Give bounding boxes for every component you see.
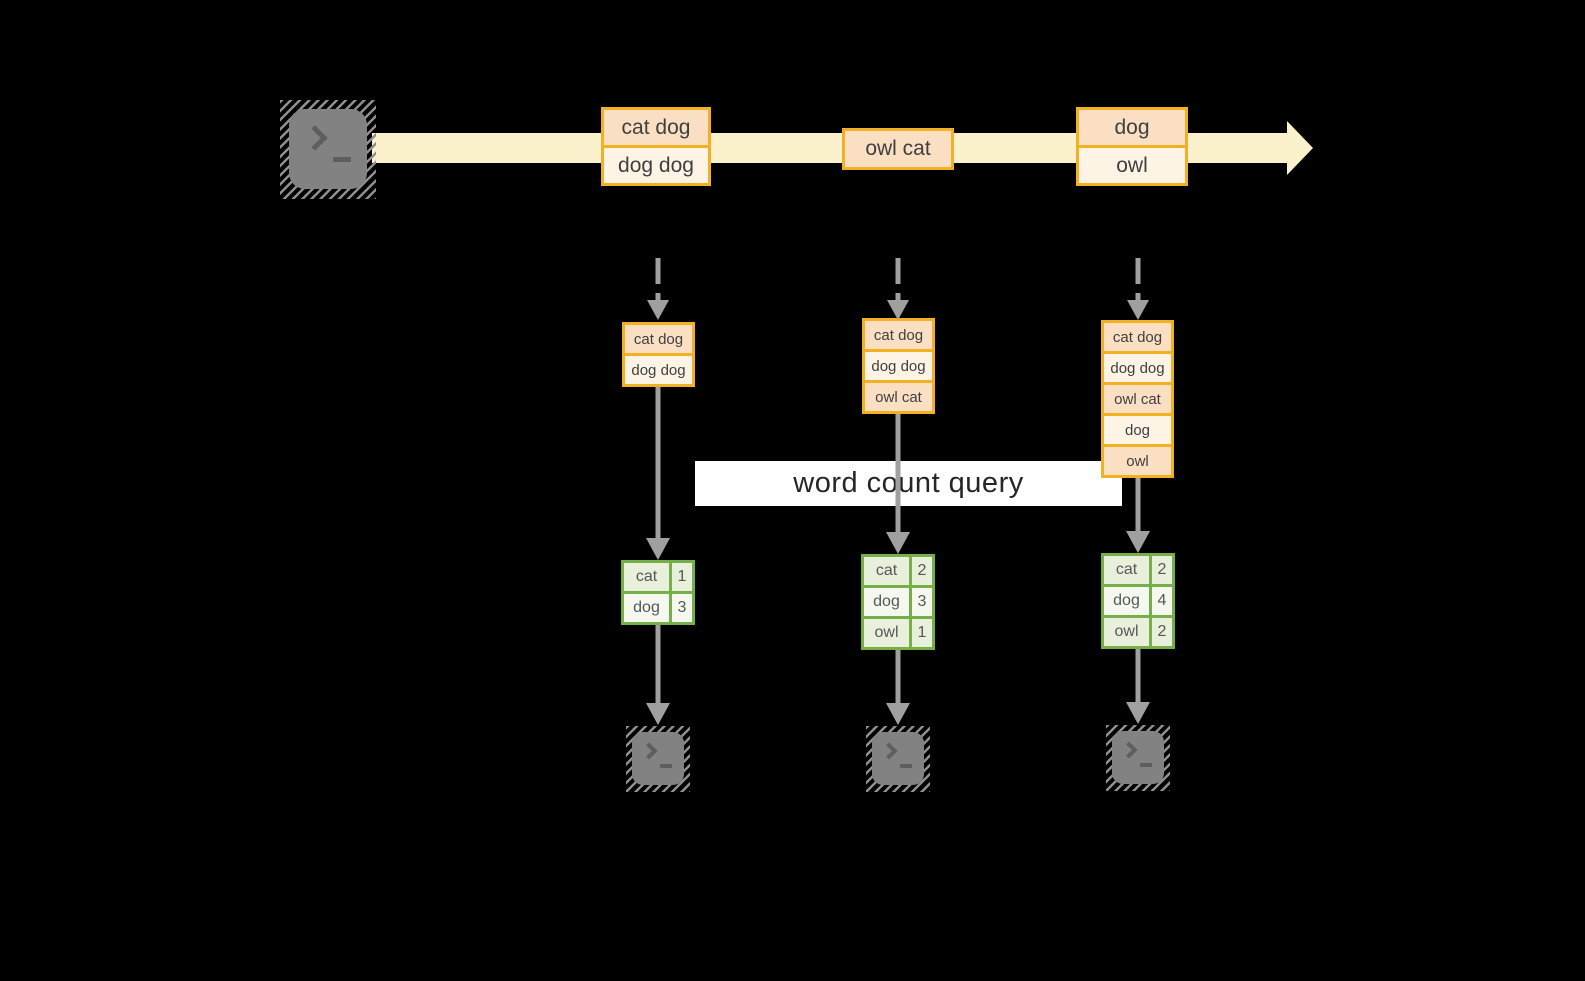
output-arrow-2 [886, 650, 910, 725]
buffer-item: dog dog [865, 352, 932, 380]
word-count-table-3: cat 2 dog 4 owl 2 [1101, 553, 1175, 649]
stream-event-line: dog [1079, 110, 1185, 145]
arrow-head [647, 300, 669, 320]
buffer-stack-3: cat dog dog dog owl cat dog owl [1101, 320, 1174, 478]
stream-event-line: dog dog [604, 148, 708, 183]
prompt-cursor-icon [660, 764, 672, 768]
query-arrow-2 [886, 414, 910, 554]
query-label: word count query [695, 461, 1122, 506]
count-value: 1 [912, 619, 932, 647]
buffer-item: dog dog [625, 356, 692, 384]
count-value: 3 [672, 594, 692, 622]
count-value: 1 [672, 563, 692, 591]
buffer-stack-2: cat dog dog dog owl cat [862, 318, 935, 414]
count-word: cat [864, 557, 909, 585]
sink-terminal-icon-2 [866, 726, 930, 792]
prompt-cursor-icon [1140, 763, 1152, 767]
terminal-window [289, 109, 367, 189]
stream-event-line: owl cat [845, 131, 951, 167]
stream-event-box-1: cat dog dog dog [601, 107, 711, 186]
buffer-item: dog dog [1104, 354, 1171, 382]
stream-event-line: cat dog [604, 110, 708, 145]
query-arrow-1 [646, 387, 670, 560]
arrow-head [1127, 300, 1149, 320]
query-arrow-3 [1126, 478, 1150, 553]
prompt-chevron-icon [1120, 741, 1138, 759]
buffer-item: owl [1104, 447, 1171, 475]
stream-event-box-2: owl cat [842, 128, 954, 170]
buffer-item: cat dog [1104, 323, 1171, 351]
prompt-chevron-icon [880, 742, 898, 760]
event-stream-arrowhead-icon [1287, 121, 1313, 175]
buffer-item: cat dog [865, 321, 932, 349]
arrow-head [1126, 702, 1150, 724]
source-terminal-icon [280, 100, 376, 199]
dashed-arrow-down-2 [887, 258, 909, 320]
stream-event-box-3: dog owl [1076, 107, 1188, 186]
count-value: 2 [1152, 618, 1172, 646]
word-count-table-2: cat 2 dog 3 owl 1 [861, 554, 935, 650]
count-word: dog [864, 588, 909, 616]
prompt-cursor-icon [333, 157, 351, 162]
count-word: dog [624, 594, 669, 622]
buffer-item: owl cat [865, 383, 932, 411]
arrow-head [886, 532, 910, 554]
output-arrow-1 [646, 625, 670, 725]
stream-event-line: owl [1079, 148, 1185, 183]
arrow-head [646, 703, 670, 725]
arrow-head [1126, 531, 1150, 553]
terminal-window [632, 732, 684, 785]
count-value: 4 [1152, 587, 1172, 615]
arrow-head [886, 703, 910, 725]
word-count-table-1: cat 1 dog 3 [621, 560, 695, 625]
dashed-arrow-down-3 [1127, 258, 1149, 320]
count-value: 2 [1152, 556, 1172, 584]
terminal-window [872, 732, 924, 785]
buffer-item: cat dog [625, 325, 692, 353]
terminal-window [1112, 731, 1164, 784]
count-value: 2 [912, 557, 932, 585]
output-arrow-3 [1126, 649, 1150, 724]
prompt-cursor-icon [900, 764, 912, 768]
count-word: owl [1104, 618, 1149, 646]
arrow-head [646, 538, 670, 560]
prompt-chevron-icon [640, 742, 658, 760]
count-value: 3 [912, 588, 932, 616]
sink-terminal-icon-1 [626, 726, 690, 792]
dashed-arrow-down-1 [647, 258, 669, 320]
count-word: dog [1104, 587, 1149, 615]
prompt-chevron-icon [302, 125, 328, 151]
buffer-item: owl cat [1104, 385, 1171, 413]
count-word: cat [624, 563, 669, 591]
buffer-stack-1: cat dog dog dog [622, 322, 695, 387]
count-word: owl [864, 619, 909, 647]
arrow-head [887, 300, 909, 320]
buffer-item: dog [1104, 416, 1171, 444]
count-word: cat [1104, 556, 1149, 584]
sink-terminal-icon-3 [1106, 725, 1170, 791]
